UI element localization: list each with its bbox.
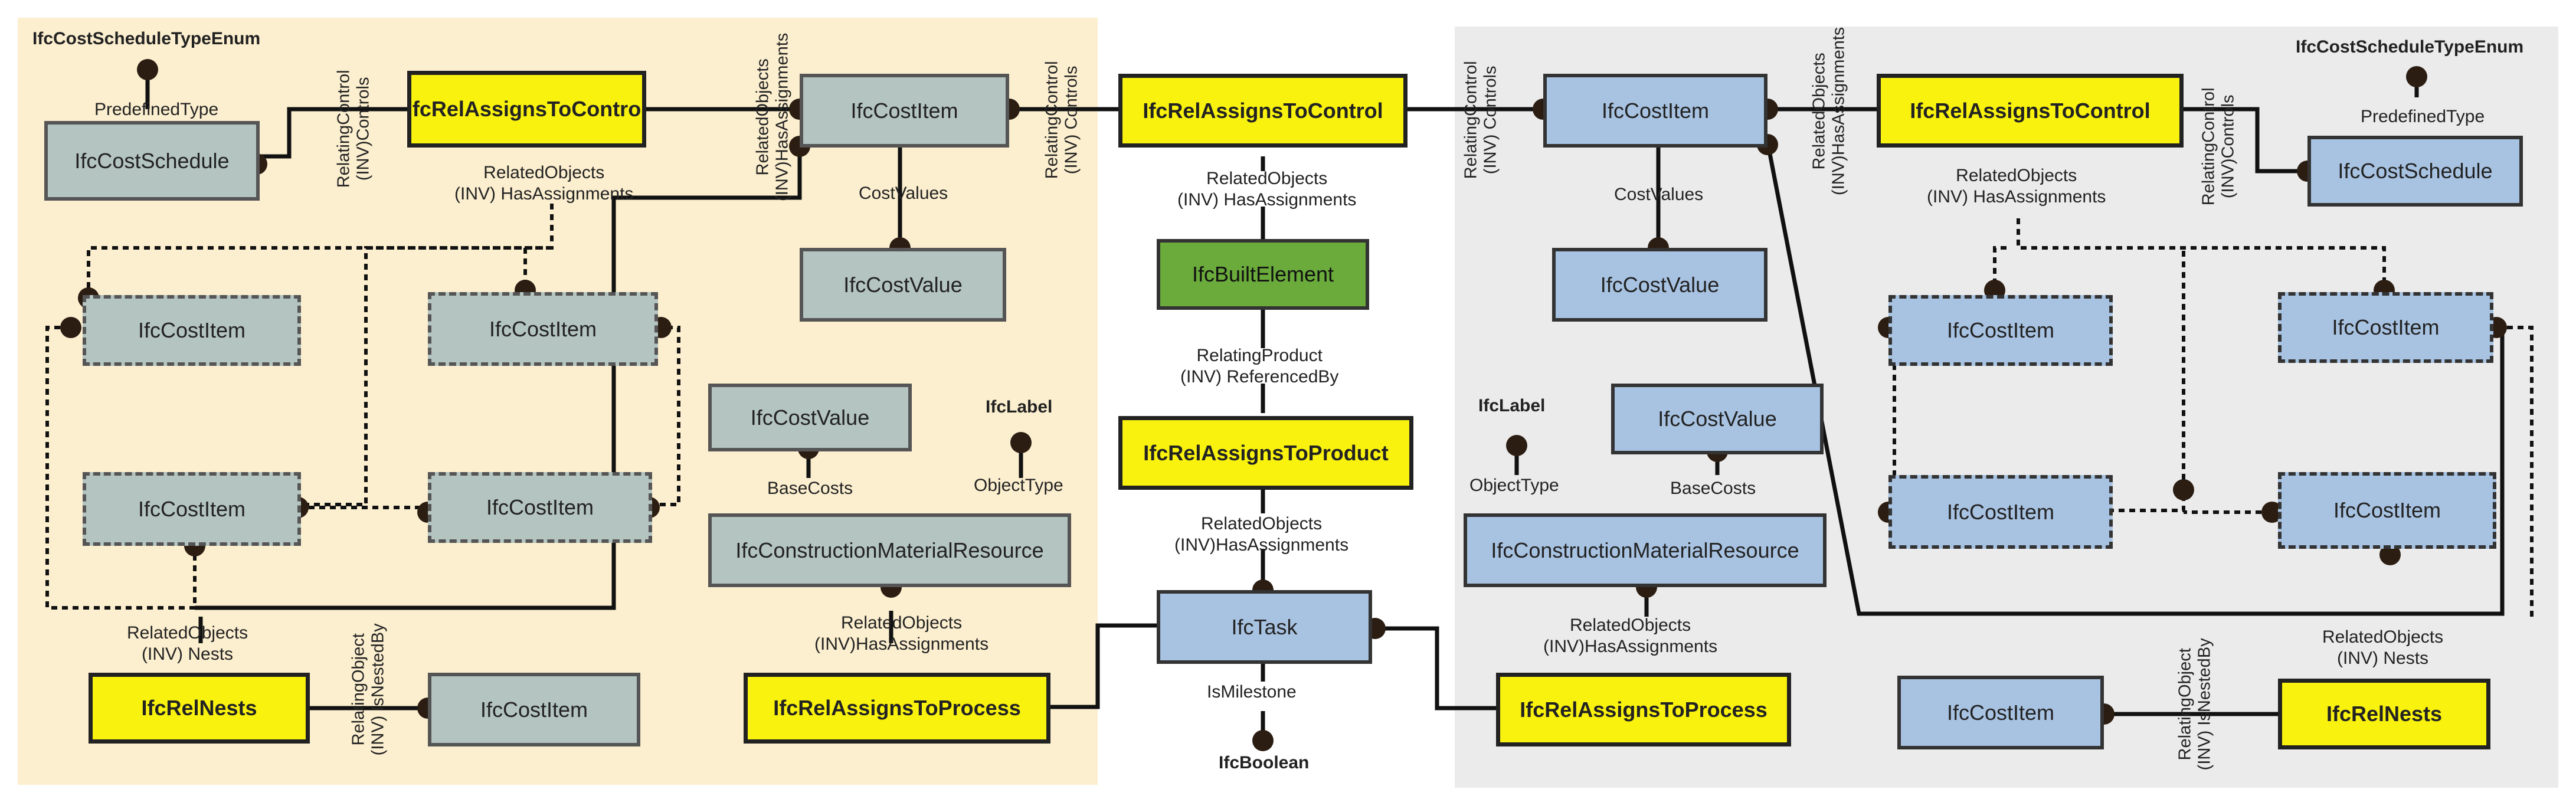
center-relating-product: RelatingProduct (INV) ReferencedBy: [1180, 346, 1339, 387]
right-cost-item-bottom[interactable]: IfcCostItem: [1897, 676, 2104, 749]
left-rel-nests[interactable]: IfcRelNests: [89, 673, 310, 744]
right-construction-material-resource[interactable]: IfcConstructionMaterialResource: [1464, 513, 1827, 587]
center-is-milestone-label: IsMilestone: [1207, 682, 1297, 702]
center-related-objects-inv: RelatedObjects (INV)HasAssignments: [1174, 514, 1349, 555]
left-cost-item-4[interactable]: IfcCostItem: [428, 472, 652, 543]
right-relating-control-right-label: RelatingControl (INV)Controls: [2199, 87, 2238, 206]
right-enum-label: IfcCostScheduleTypeEnum: [2296, 37, 2524, 57]
right-cost-item-2[interactable]: IfcCostItem: [2278, 292, 2493, 363]
left-related-objects-nests: RelatedObjects (INV) Nests: [127, 623, 248, 664]
left-cost-item-top[interactable]: IfcCostItem: [800, 74, 1009, 148]
center-related-objects-has-assignments: RelatedObjects (INV) HasAssignments: [1177, 169, 1357, 209]
center-rel-assigns-to-product[interactable]: IfcRelAssignsToProduct: [1118, 416, 1413, 490]
right-cost-item-4[interactable]: IfcCostItem: [2278, 472, 2496, 549]
left-object-type-label: ObjectType: [974, 476, 1063, 495]
left-related-objects-has-assignments: RelatedObjects (INV) HasAssignments: [454, 163, 634, 204]
left-construction-material-resource[interactable]: IfcConstructionMaterialResource: [708, 513, 1071, 587]
left-cost-value-top[interactable]: IfcCostValue: [800, 248, 1006, 322]
left-cost-values-label: CostValues: [859, 184, 948, 203]
right-relating-object-nested-label: RelatingObject (INV) IsNestedBy: [2175, 638, 2214, 771]
right-relating-control-label: RelatingControl (INV) Controls: [1461, 61, 1500, 179]
right-cost-item-3[interactable]: IfcCostItem: [1888, 475, 2113, 549]
right-related-objects-nests: RelatedObjects (INV) Nests: [2322, 627, 2444, 668]
left-ifc-label: IfcLabel: [986, 397, 1053, 417]
left-enum-label: IfcCostScheduleTypeEnum: [32, 29, 261, 48]
left-base-costs-label: BaseCosts: [767, 479, 853, 498]
right-related-objects-has-assignments: RelatedObjects (INV) HasAssignments: [1927, 166, 2106, 207]
right-cost-values-label: CostValues: [1614, 185, 1704, 204]
right-object-type-label: ObjectType: [1469, 476, 1559, 495]
center-built-element[interactable]: IfcBuiltElement: [1157, 239, 1369, 310]
right-cost-schedule[interactable]: IfcCostSchedule: [2307, 136, 2523, 207]
right-ifc-label: IfcLabel: [1478, 396, 1546, 415]
left-rel-assigns-to-process[interactable]: IfcRelAssignsToProcess: [744, 673, 1050, 744]
left-cost-item-1[interactable]: IfcCostItem: [83, 295, 301, 366]
right-cost-value-top[interactable]: IfcCostValue: [1552, 248, 1767, 322]
right-cost-item-top[interactable]: IfcCostItem: [1543, 74, 1767, 148]
right-rel-assigns-to-process[interactable]: IfcRelAssignsToProcess: [1496, 673, 1791, 746]
right-base-costs-label: BaseCosts: [1670, 479, 1756, 498]
center-relating-control-label: RelatingControl (INV) Controls: [1042, 61, 1081, 179]
left-cost-item-2[interactable]: IfcCostItem: [428, 292, 658, 366]
right-rel-nests[interactable]: IfcRelNests: [2278, 679, 2490, 749]
center-task[interactable]: IfcTask: [1157, 590, 1372, 664]
right-related-objects-process: RelatedObjects (INV)HasAssignments: [1543, 615, 1718, 656]
left-related-objects-process: RelatedObjects (INV)HasAssignments: [814, 613, 989, 654]
left-cost-schedule[interactable]: IfcCostSchedule: [44, 121, 260, 201]
left-predefined-type: PredefinedType: [94, 100, 219, 119]
left-cost-item-bottom[interactable]: IfcCostItem: [428, 673, 640, 746]
left-relating-object-nested-label: RelatingObject (INV) IsNestedBy: [349, 623, 388, 756]
right-cost-item-1[interactable]: IfcCostItem: [1888, 295, 2113, 366]
right-predefined-type: PredefinedType: [2361, 107, 2485, 126]
left-cost-item-3[interactable]: IfcCostItem: [83, 472, 301, 546]
left-related-objects-inv-label: RelatedObjects (INV)HasAssignments: [753, 32, 792, 201]
center-rel-assigns-to-control[interactable]: IfcRelAssignsToControl: [1118, 74, 1408, 148]
left-relating-control-label: RelatingControl (INV)Controls: [334, 70, 373, 188]
right-cost-value-mid[interactable]: IfcCostValue: [1611, 384, 1824, 454]
left-cost-value-mid[interactable]: IfcCostValue: [708, 384, 912, 451]
right-rel-assigns-to-control[interactable]: IfcRelAssignsToControl: [1877, 74, 2184, 148]
center-boolean-label: IfcBoolean: [1219, 753, 1310, 772]
right-related-objects-inv-label: RelatedObjects (INV)HasAssignments: [1809, 27, 1848, 195]
left-rel-assigns-to-control[interactable]: IfcRelAssignsToControl: [407, 71, 647, 148]
